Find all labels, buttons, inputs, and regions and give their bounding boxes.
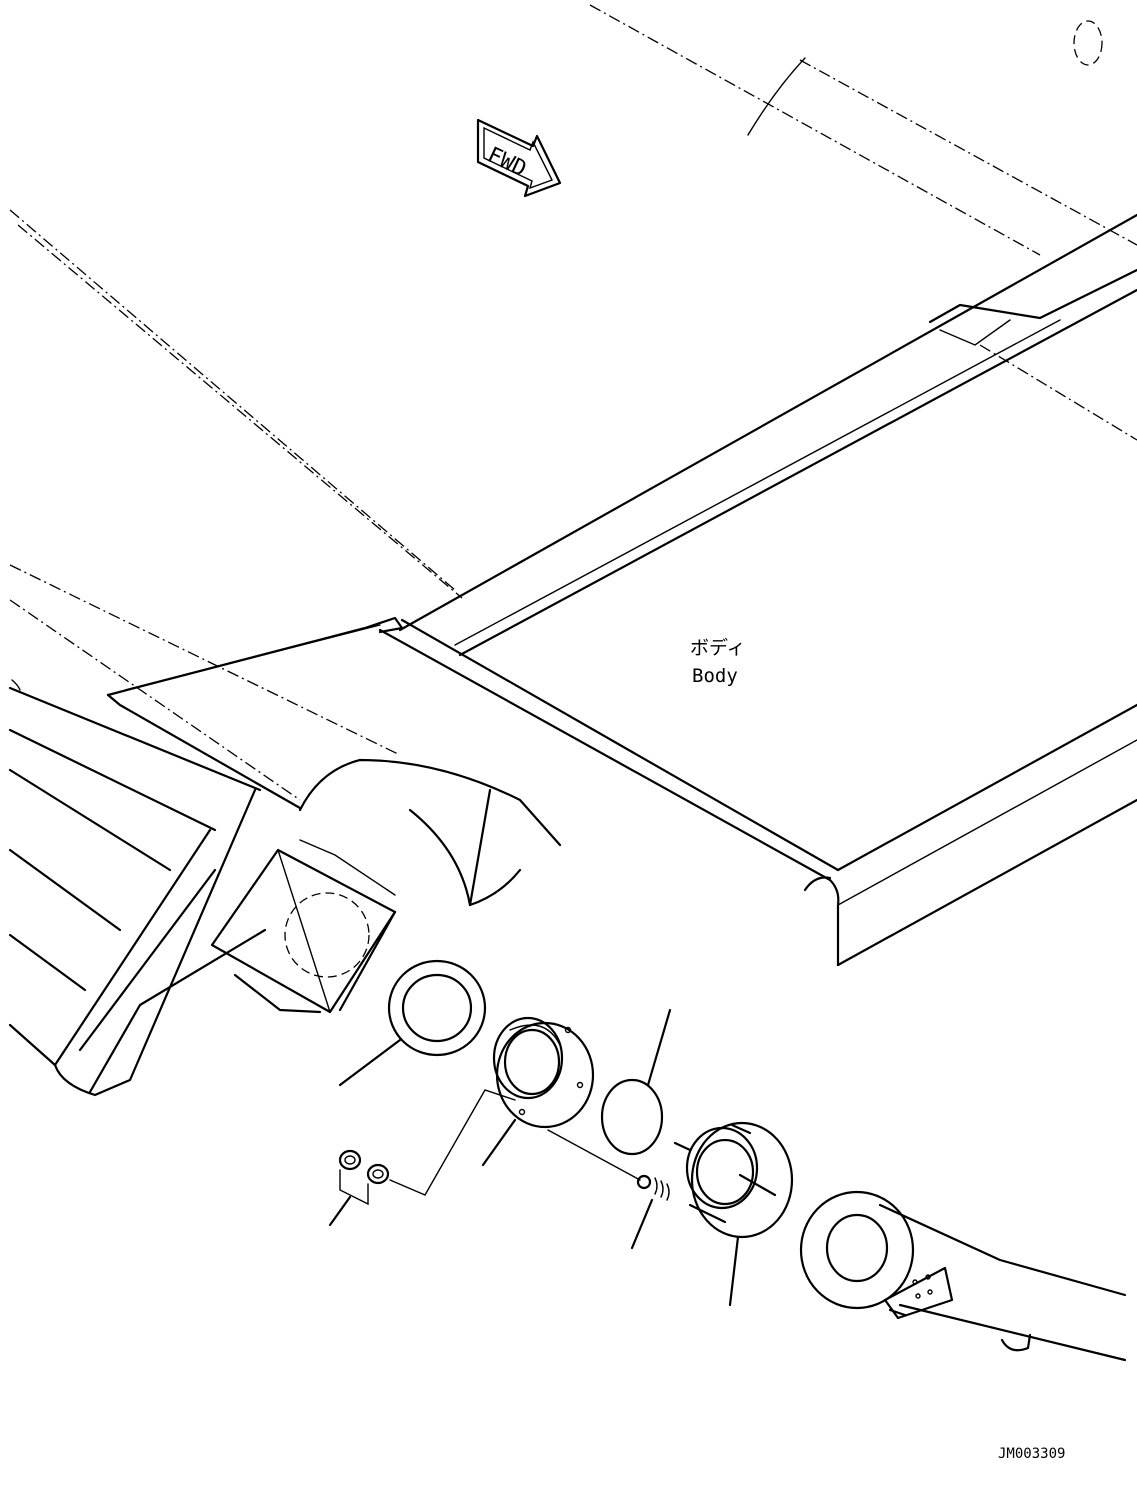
bushing-left [481, 1016, 595, 1167]
left-frame [8, 564, 562, 1097]
bushing-right [673, 1121, 794, 1307]
seal-ring [338, 959, 487, 1087]
body-rail [378, 213, 1137, 967]
washer-stack [547, 1129, 670, 1250]
body-label-jp: ボディ [690, 637, 746, 659]
pivot-boss [799, 1190, 1127, 1362]
bracket-plate [210, 839, 397, 1014]
drawing-code: JM003309 [998, 1446, 1065, 1462]
body-top-panel [9, 4, 1137, 599]
body-label-en: Body [692, 665, 738, 687]
shim-disc [600, 1008, 672, 1156]
bolt-set [328, 1089, 516, 1227]
fwd-arrow-icon: FWD [476, 118, 562, 198]
